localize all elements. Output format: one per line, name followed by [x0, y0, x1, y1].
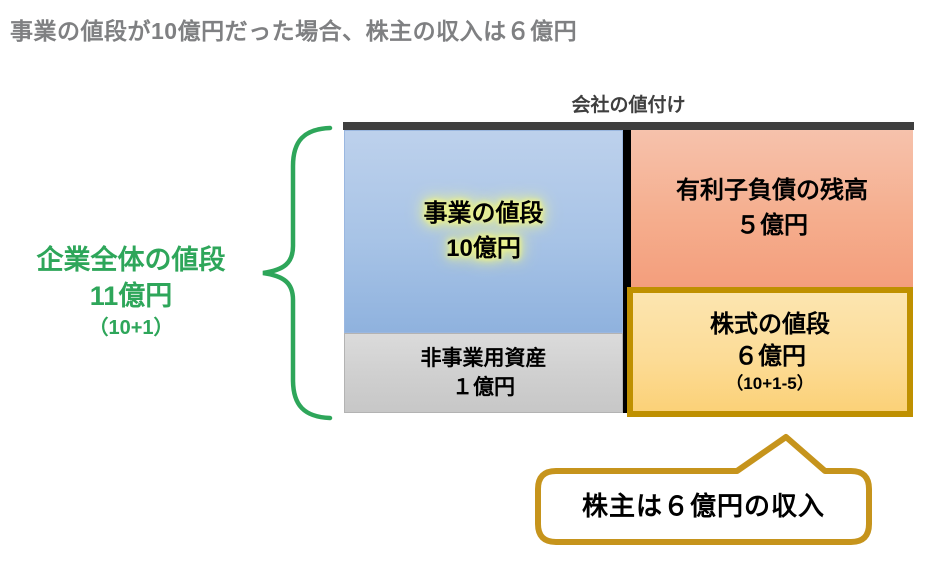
business-value-amount: 10億円 — [446, 234, 521, 262]
equity-value-label: 株式の値段 — [710, 310, 830, 338]
curly-brace-icon — [262, 125, 333, 421]
equity-value-amount: ６億円 — [734, 342, 806, 370]
enterprise-total-label: 企業全体の値段 — [36, 245, 226, 275]
enterprise-total-summary: 企業全体の値段 11億円 （10+1） — [0, 242, 262, 342]
valuation-top-bar — [343, 122, 914, 130]
business-value-box: 事業の値段 10億円 — [344, 130, 623, 333]
page-title: 事業の値段が10億円だった場合、株主の収入は６億円 — [10, 18, 578, 44]
debt-balance-amount: ５億円 — [736, 211, 808, 239]
enterprise-total-formula: （10+1） — [88, 316, 174, 339]
equity-value-formula: （10+1-5） — [726, 374, 814, 394]
non-business-assets-amount: １億円 — [452, 376, 515, 399]
debt-balance-label: 有利子負債の残高 — [676, 176, 868, 204]
equity-value-box: 株式の値段 ６億円 （10+1-5） — [627, 287, 913, 417]
non-business-assets-label: 非事業用資産 — [420, 346, 547, 370]
callout-text: 株主は６億円の収入 — [581, 491, 825, 521]
non-business-assets-box: 非事業用資産 １億円 — [344, 333, 623, 413]
business-value-label: 事業の値段 — [423, 199, 544, 227]
enterprise-total-amount: 11億円 — [89, 281, 173, 312]
debt-balance-box: 有利子負債の残高 ５億円 — [631, 130, 913, 287]
column-divider-bar — [623, 130, 631, 413]
diagram-top-label: 会社の値付け — [571, 95, 686, 116]
